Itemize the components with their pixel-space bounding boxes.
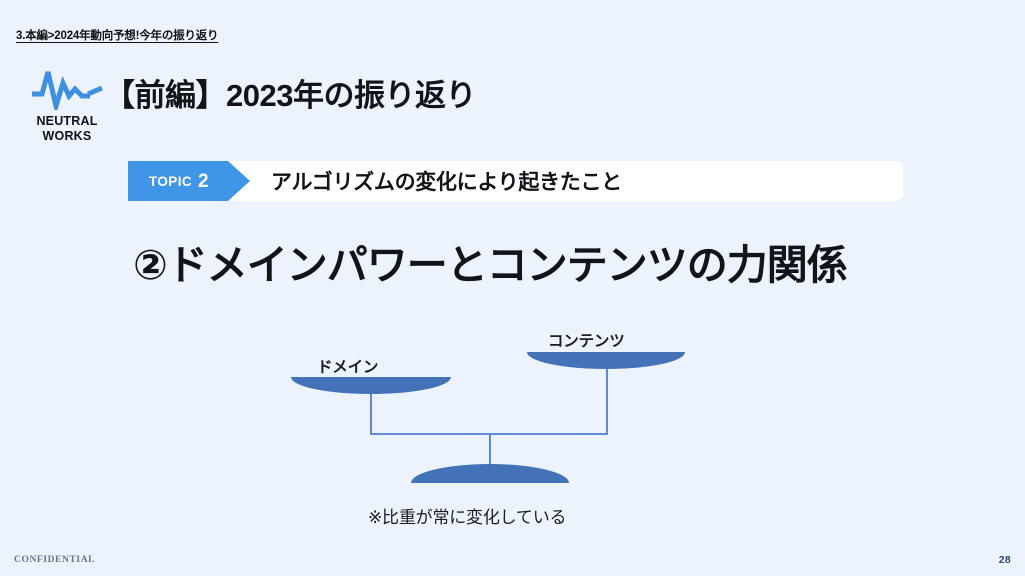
main-heading: ②ドメインパワーとコンテンツの力関係 bbox=[133, 242, 848, 288]
right-pan-label: コンテンツ bbox=[548, 333, 625, 350]
left-pan bbox=[291, 377, 451, 394]
topic-chevron-badge: TOPIC 2 bbox=[128, 161, 250, 201]
topic-label: TOPIC bbox=[149, 173, 193, 189]
right-pan bbox=[527, 352, 685, 369]
page-number: 28 bbox=[998, 554, 1011, 566]
balance-scale-diagram: ドメイン コンテンツ bbox=[270, 310, 720, 535]
balance-scale-graphic bbox=[291, 352, 685, 483]
confidential-notice: CONFIDENTIAL bbox=[14, 555, 96, 565]
left-pan-label: ドメイン bbox=[317, 359, 379, 376]
page-title: 【前編】2023年の振り返り bbox=[104, 78, 476, 113]
diagram-caption: ※比重が常に変化している bbox=[368, 508, 567, 527]
scale-beam bbox=[370, 352, 608, 435]
scale-base bbox=[411, 464, 569, 483]
brand-logo: NEUTRAL WORKS bbox=[22, 66, 112, 144]
topic-band-background bbox=[140, 161, 903, 201]
pulse-waveform-icon bbox=[32, 71, 103, 110]
topic-number: 2 bbox=[198, 170, 209, 192]
logo-line-1: NEUTRAL bbox=[36, 114, 98, 128]
logo-line-2: WORKS bbox=[42, 128, 92, 143]
logo-wordmark: NEUTRAL WORKS bbox=[22, 114, 112, 144]
topic-heading: アルゴリズムの変化により起きたこと bbox=[271, 171, 622, 194]
breadcrumb[interactable]: 3.本編>2024年動向予想!今年の振り返り bbox=[16, 30, 219, 42]
topic-band: TOPIC 2 アルゴリズムの変化により起きたこと bbox=[128, 161, 903, 201]
